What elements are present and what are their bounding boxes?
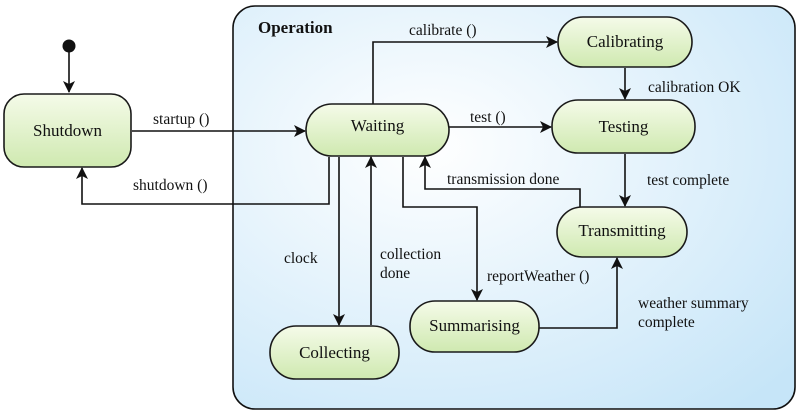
state-calibrating-label: Calibrating bbox=[587, 32, 664, 51]
state-transmitting: Transmitting bbox=[556, 206, 688, 258]
state-testing-label: Testing bbox=[599, 117, 649, 136]
state-waiting-label: Waiting bbox=[351, 116, 405, 135]
transmission-done-arrow bbox=[419, 156, 581, 207]
report-weather-arrow bbox=[402, 157, 483, 301]
state-testing: Testing bbox=[551, 99, 696, 154]
calibrate-label: calibrate () bbox=[409, 22, 477, 39]
startup-label: startup () bbox=[153, 111, 209, 128]
initial-state bbox=[62, 39, 76, 53]
calibration-ok-label: calibration OK bbox=[648, 79, 741, 96]
weather-summary-label-line2: complete bbox=[638, 314, 695, 331]
report-weather-label: reportWeather () bbox=[487, 268, 589, 285]
test-label: test () bbox=[470, 109, 506, 126]
shutdown-label: shutdown () bbox=[133, 177, 207, 194]
state-collecting: Collecting bbox=[269, 325, 400, 380]
state-transmitting-label: Transmitting bbox=[578, 221, 666, 240]
test-complete-label: test complete bbox=[647, 172, 729, 189]
state-summarising: Summarising bbox=[409, 300, 540, 353]
state-shutdown-label: Shutdown bbox=[33, 121, 102, 140]
state-summarising-label: Summarising bbox=[429, 316, 520, 335]
collection-done-label-line2: done bbox=[380, 265, 410, 282]
clock-label: clock bbox=[284, 250, 318, 267]
weather-summary-label-line1: weather summary bbox=[638, 295, 749, 312]
transmission-done-label: transmission done bbox=[447, 171, 559, 188]
calibrate-arrow bbox=[372, 36, 558, 104]
operation-title: Operation bbox=[258, 18, 333, 37]
state-collecting-label: Collecting bbox=[299, 343, 370, 362]
shutdown-arrow bbox=[76, 157, 330, 205]
state-calibrating: Calibrating bbox=[557, 16, 693, 68]
state-waiting: Waiting bbox=[305, 103, 450, 157]
collection-done-label-line1: collection bbox=[380, 246, 441, 263]
state-shutdown: Shutdown bbox=[3, 93, 132, 168]
weather-summary-arrow bbox=[538, 257, 623, 329]
